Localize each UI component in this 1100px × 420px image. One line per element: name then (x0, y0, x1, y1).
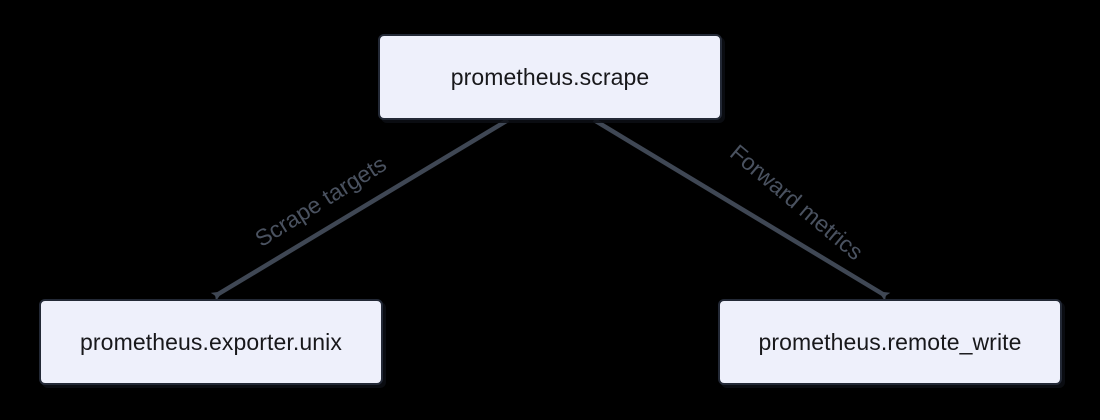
node-label: prometheus.scrape (450, 63, 650, 90)
edge-scrape-to-exporter (210, 118, 510, 302)
node-prometheus-exporter-unix[interactable]: prometheus.exporter.unix (39, 299, 383, 385)
edge-scrape-to-remote (592, 118, 891, 302)
node-prometheus-scrape[interactable]: prometheus.scrape (378, 34, 722, 120)
node-label: prometheus.exporter.unix (80, 328, 342, 355)
node-label: prometheus.remote_write (758, 328, 1022, 355)
node-prometheus-remote-write[interactable]: prometheus.remote_write (718, 299, 1062, 385)
